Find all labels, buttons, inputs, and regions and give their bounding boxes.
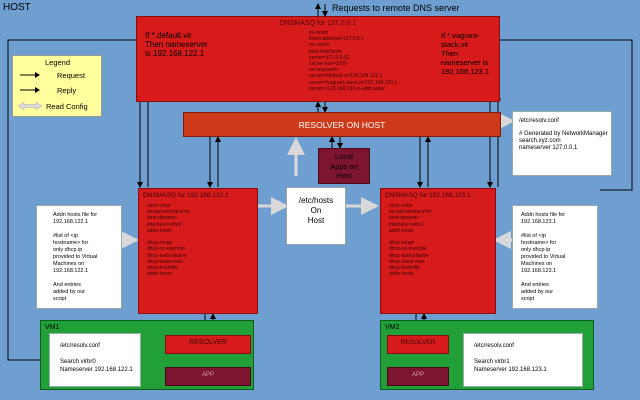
top-caption: Requests to remote DNS server — [332, 3, 460, 13]
local-apps-label: Local Apps on Host — [330, 152, 358, 180]
resolv-conf-host-body: # Generated by NetworkManager search.xyz… — [519, 131, 608, 151]
dnsmasq-main: DNSMASQ for 127.0.0.1 If *.default.vir T… — [136, 16, 500, 102]
vm1-resolver: RESOLVER — [165, 335, 251, 354]
addn-hosts-right-text: Addn hosts file for 192.168.123.1 #list … — [521, 212, 566, 302]
dnsmasq-right-settings: strict-order except-interface=lo bind-dy… — [389, 203, 432, 278]
vm1-apps: APP — [165, 367, 251, 386]
dnsmasq-main-right-note: If *.vagrant-stack.vir Then nameserver i… — [441, 31, 489, 76]
vm2-resolv-title: /etc/resolv.conf — [474, 343, 514, 349]
dnsmasq-right: DNSMASQ for 192.168.123.1 strict-order e… — [380, 188, 496, 314]
request-arrow-icon — [20, 72, 40, 78]
dnsmasq-main-settings: no-hosts listen-address=127.0.0.1 no-res… — [309, 30, 398, 92]
read-config-arrow-icon — [17, 101, 43, 111]
vm2-resolv-body: Search virbr1 Nameserver 192.168.123.1 — [474, 359, 547, 373]
etc-hosts-label: /etc/hosts On Host — [298, 196, 334, 225]
vm1-apps-label: APP — [201, 372, 214, 378]
vm2-resolv-conf: /etc/resolv.conf Search virbr1 Nameserve… — [463, 333, 583, 387]
dnsmasq-left-title: DNSMASQ for 192.168.122.1 — [143, 192, 229, 199]
resolver-on-host: RESOLVER ON HOST — [183, 112, 501, 137]
dnsmasq-main-left-note: If *.default.vir Then nameserver is 192.… — [145, 31, 208, 58]
reply-arrow-icon — [20, 87, 40, 93]
etc-hosts-on-host: /etc/hosts On Host — [286, 187, 346, 245]
legend-title: Legend — [45, 58, 71, 67]
local-apps-on-host: Local Apps on Host — [318, 148, 370, 184]
vm2-resolver-label: RESOLVER — [400, 339, 436, 346]
vm1-resolv-conf: /etc/resolv.conf Search virbr0 Nameserve… — [49, 333, 141, 387]
addn-hosts-left-text: Addn hosts file for 192.168.122.1 #list … — [53, 212, 98, 302]
addn-hosts-right: Addn hosts file for 192.168.123.1 #list … — [512, 205, 598, 309]
dnsmasq-left-settings: strict-order except-interface=lo bind-dy… — [147, 203, 190, 278]
legend: Legend Request Reply Read Config — [12, 55, 102, 117]
vm1-label: VM1 — [45, 324, 60, 331]
legend-read-config: Read Config — [46, 102, 88, 111]
resolv-conf-host: /etc/resolv.conf # Generated by NetworkM… — [512, 111, 612, 176]
vm2-apps-label: APP — [411, 372, 424, 378]
addn-hosts-left: Addn hosts file for 192.168.122.1 #list … — [36, 205, 122, 309]
host-label: HOST — [3, 2, 31, 13]
vm1-resolv-title: /etc/resolv.conf — [60, 343, 100, 349]
legend-reply: Reply — [57, 86, 77, 95]
dnsmasq-main-title: DNSMASQ for 127.0.0.1 — [279, 20, 357, 27]
dnsmasq-right-title: DNSMASQ for 192.168.123.1 — [385, 192, 471, 199]
vm1: VM1 /etc/resolv.conf Search virbr0 Names… — [40, 320, 254, 390]
vm2-resolver: RESOLVER — [387, 335, 449, 354]
vm1-resolv-body: Search virbr0 Nameserver 192.168.122.1 — [60, 359, 133, 373]
legend-request: Request — [57, 71, 85, 80]
vm2: VM2 RESOLVER APP /etc/resolv.conf Search… — [380, 320, 594, 390]
resolv-conf-host-title: /etc/resolv.conf — [519, 118, 559, 124]
resolver-on-host-label: RESOLVER ON HOST — [298, 120, 386, 130]
dnsmasq-left: DNSMASQ for 192.168.122.1 strict-order e… — [138, 188, 258, 314]
vm2-label: VM2 — [385, 324, 400, 331]
vm1-resolver-label: RESOLVER — [189, 339, 227, 346]
vm2-apps: APP — [387, 367, 449, 386]
